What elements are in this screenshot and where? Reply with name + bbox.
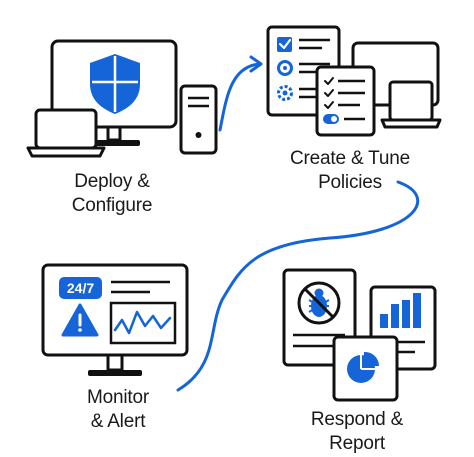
checkbox-icon <box>277 37 292 52</box>
step-label-monitor: Monitor & Alert <box>48 386 188 434</box>
connector-deploy-to-create <box>218 62 262 132</box>
create-illustration <box>266 25 442 137</box>
step-label-line: Monitor <box>87 387 149 408</box>
step-label-line: & Alert <box>90 411 146 432</box>
gear-icon <box>277 85 293 101</box>
policy-checklist-icon <box>315 65 376 137</box>
step-label-create: Create & Tune Policies <box>262 147 438 195</box>
bug-blocked-icon <box>297 281 341 325</box>
pie-chart-icon <box>332 335 399 402</box>
warning-icon <box>61 303 99 337</box>
connector-create-to-monitor <box>176 180 420 392</box>
step-label-line: Deploy & <box>74 171 150 192</box>
step-label-line: Report <box>329 433 385 454</box>
step-label-line: Respond & <box>310 409 404 430</box>
step-label-line: Policies <box>318 172 382 193</box>
monitor-illustration: 24/7 <box>41 263 189 376</box>
shield-icon <box>90 54 140 114</box>
deploy-illustration <box>26 39 218 158</box>
step-label-line: Create & Tune <box>290 148 410 169</box>
step-label-line: Configure <box>71 195 153 216</box>
step-label-deploy: Deploy & Configure <box>30 170 194 218</box>
uptime-badge-label: 24/7 <box>67 280 94 296</box>
gear-icon <box>277 60 293 76</box>
laptop-icon <box>26 108 106 158</box>
uptime-badge <box>59 277 102 299</box>
line-chart-icon <box>109 301 177 345</box>
desktop-tower-icon <box>179 84 218 155</box>
laptop-icon <box>380 80 442 129</box>
arrowhead-icon <box>249 55 263 73</box>
respond-illustration <box>282 268 437 402</box>
step-label-respond: Respond & Report <box>282 408 432 456</box>
toggle-icon <box>323 114 339 124</box>
